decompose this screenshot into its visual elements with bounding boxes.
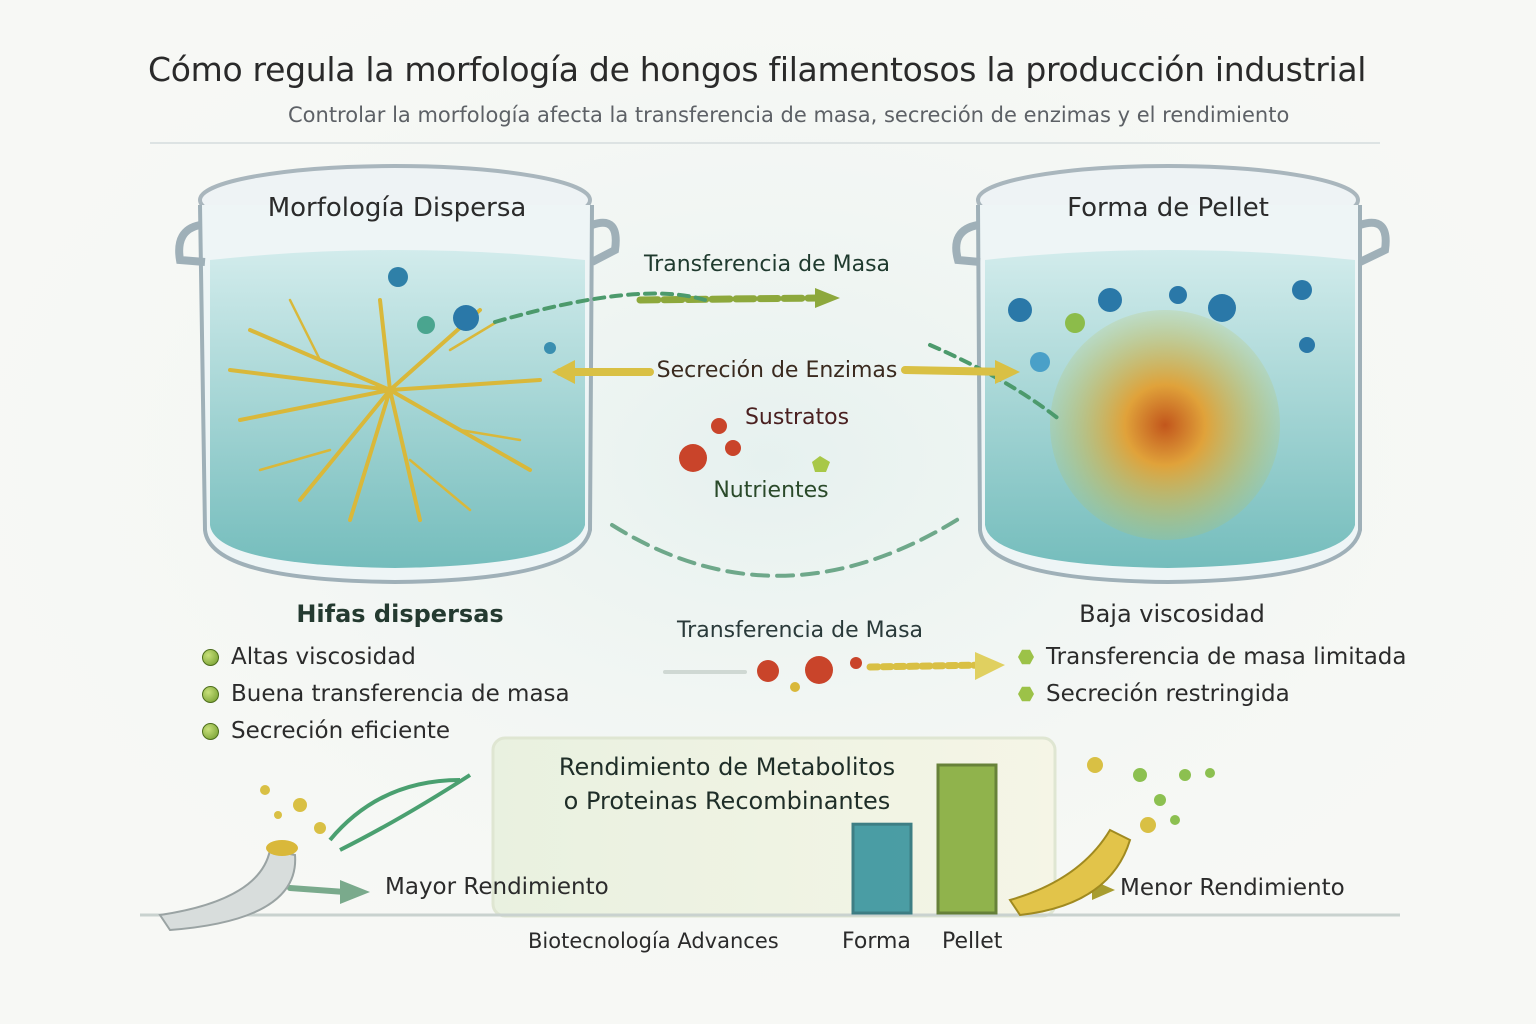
right-vessel-label: Forma de Pellet xyxy=(1067,193,1269,223)
left-heading: Hifas dispersas xyxy=(296,600,504,628)
left-bullet: Altas viscosidad xyxy=(202,644,416,670)
source-label: Biotecnología Advances xyxy=(528,929,779,953)
bullet-text: Altas viscosidad xyxy=(231,644,416,670)
dispersed-hyphae xyxy=(228,298,542,522)
bar-label-forma: Forma xyxy=(842,929,911,954)
substrates-label: Sustratos xyxy=(744,405,850,430)
bullet-icon xyxy=(202,685,219,703)
left-vessel xyxy=(175,164,620,585)
right-bullet: Secreción restringida xyxy=(1018,681,1290,707)
enzyme-secretion-label: Secreción de Enzimas xyxy=(656,358,898,383)
bullet-text: Secreción eficiente xyxy=(231,718,451,744)
bullet-text: Secreción restringida xyxy=(1046,681,1290,707)
left-bullet: Secreción eficiente xyxy=(202,718,450,744)
lower-yield-label: Menor Rendimiento xyxy=(1120,875,1345,901)
right-heading: Baja viscosidad xyxy=(1079,600,1265,628)
bullet-text: Transferencia de masa limitada xyxy=(1046,644,1407,670)
bullet-icon xyxy=(1018,649,1034,665)
left-vessel-label: Morfología Dispersa xyxy=(267,193,527,223)
left-bullet: Buena transferencia de masa xyxy=(202,681,570,707)
left-horn-icon xyxy=(158,848,297,932)
nutrients-label: Nutrientes xyxy=(713,478,829,503)
pellet xyxy=(1050,310,1280,540)
bullet-icon xyxy=(202,648,219,666)
bullet-icon xyxy=(1018,686,1034,702)
page-title: Cómo regula la morfología de hongos fila… xyxy=(148,50,1367,89)
bullet-icon xyxy=(202,722,219,740)
bar-label-pellet: Pellet xyxy=(942,929,1003,954)
page-subtitle: Controlar la morfología afecta la transf… xyxy=(288,103,1290,127)
mass-transfer-label-bottom: Transferencia de Masa xyxy=(676,618,924,643)
chart-title: Rendimiento de Metabolitos o Proteinas R… xyxy=(559,750,895,818)
bar-pellet xyxy=(936,763,998,915)
chart-title-line: o Proteinas Recombinantes xyxy=(563,787,891,815)
yield-bars xyxy=(851,763,998,915)
higher-yield-label: Mayor Rendimiento xyxy=(385,874,609,900)
right-bullet: Transferencia de masa limitada xyxy=(1018,644,1406,670)
chart-title-line: Rendimiento de Metabolitos xyxy=(558,753,896,781)
dna-icon xyxy=(328,773,472,852)
mass-transfer-label-top: Transferencia de Masa xyxy=(643,252,891,277)
right-horn-icon xyxy=(1008,828,1132,917)
bullet-text: Buena transferencia de masa xyxy=(231,681,570,707)
bar-forma xyxy=(851,822,913,915)
right-vessel xyxy=(952,164,1390,585)
